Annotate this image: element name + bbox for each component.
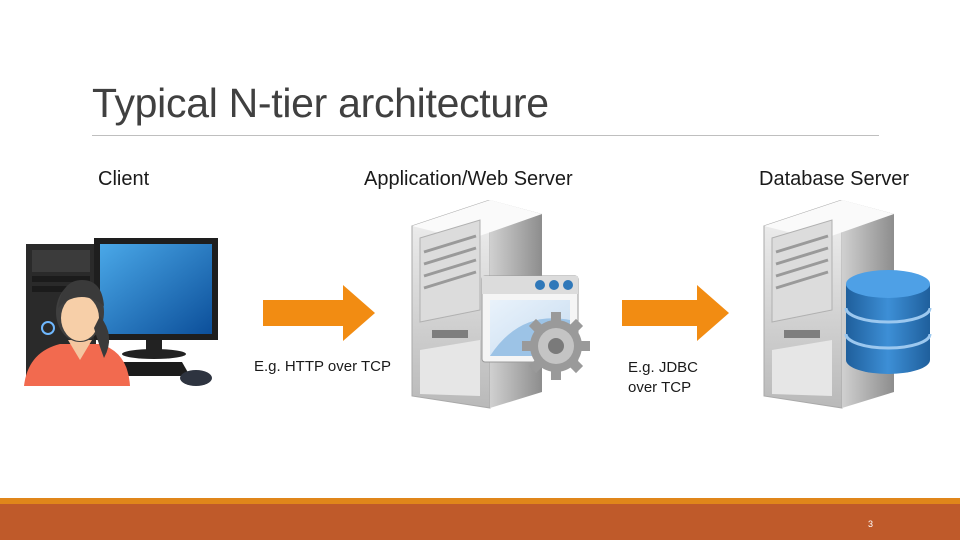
arrow-right-icon bbox=[622, 285, 729, 341]
mouse-icon bbox=[180, 370, 212, 386]
app-to-db-protocol-line-1: E.g. JDBC bbox=[628, 359, 699, 376]
footer-accent-bar bbox=[0, 498, 960, 504]
application-server-illustration bbox=[411, 200, 590, 409]
client-to-app-protocol-note: E.g. HTTP over TCP bbox=[254, 358, 391, 375]
app-server-label: Application/Web Server bbox=[364, 168, 573, 190]
user-avatar-icon bbox=[24, 280, 130, 386]
slide-title: Typical N-tier architecture bbox=[92, 80, 549, 126]
database-server-illustration bbox=[763, 200, 932, 409]
gear-icon bbox=[522, 312, 590, 380]
app-to-db-protocol-note: E.g. JDBC over TCP bbox=[628, 358, 698, 398]
app-to-db-protocol-line-2: over TCP bbox=[628, 379, 692, 396]
client-computer-illustration bbox=[24, 238, 218, 386]
db-server-label: Database Server bbox=[759, 168, 910, 190]
footer-bar bbox=[0, 504, 960, 540]
database-cylinder-icon bbox=[844, 270, 932, 374]
client-label: Client bbox=[98, 168, 150, 190]
monitor-icon bbox=[94, 238, 218, 359]
title-divider bbox=[92, 135, 879, 136]
page-number: 3 bbox=[868, 519, 874, 529]
arrow-right-icon bbox=[263, 285, 375, 341]
